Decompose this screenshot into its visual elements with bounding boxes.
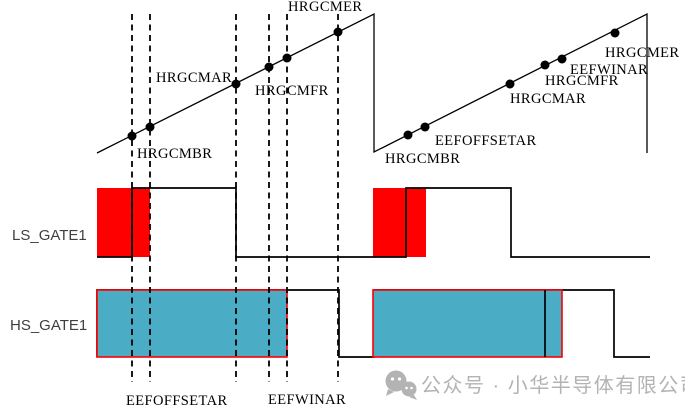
hs-window-rect-2: [372, 289, 563, 358]
compare-event-dot: [420, 122, 430, 132]
label-eefoffsetar-2: EEFOFFSETAR: [435, 133, 537, 149]
signal-label-hs-gate1: HS_GATE1: [10, 317, 87, 334]
hs-event-windows: [96, 289, 563, 358]
label-hrgcmfr-1: HRGCMFR: [255, 83, 329, 99]
label-eefwinar-2: EEFWINAR: [570, 62, 648, 78]
compare-event-dot: [505, 79, 515, 89]
label-hrgcmar-1: HRGCMAR: [156, 70, 232, 86]
counter-ramp-line: [96, 12, 648, 154]
ls-window-rect-1: [97, 188, 150, 257]
compare-event-dot: [540, 60, 550, 70]
label-hrgcmbr-1: HRGCMBR: [137, 146, 212, 162]
wechat-icon: [385, 370, 417, 400]
label-hrgcmar-2: HRGCMAR: [510, 91, 586, 107]
watermark-text: 公众号 · 小华半导体有限公司: [421, 374, 685, 397]
compare-dots: [127, 27, 620, 141]
compare-event-dot: [403, 130, 413, 140]
compare-event-dot: [127, 131, 137, 141]
label-hrgcmfr-2: HRGCMFR: [545, 73, 619, 89]
dashed-guides: [131, 14, 339, 382]
ls-window-rect-2: [373, 188, 426, 257]
compare-event-dot: [231, 79, 241, 89]
label-eefwinar-bottom: EEFWINAR: [268, 392, 346, 408]
compare-event-dot: [333, 27, 343, 37]
ls-gate1-waveform: [97, 187, 650, 258]
hs-window-rect-1: [96, 289, 288, 358]
label-hrgcmer-2: HRGCMER: [605, 45, 680, 61]
compare-event-dot: [610, 28, 620, 38]
label-hrgcmer-1: HRGCMER: [288, 0, 363, 15]
compare-event-dot: [557, 54, 567, 64]
signal-label-ls-gate1: LS_GATE1: [12, 227, 87, 244]
ls-event-windows: [97, 188, 426, 257]
compare-event-dot: [264, 62, 274, 72]
compare-event-dot: [282, 53, 292, 63]
label-hrgcmbr-2: HRGCMBR: [385, 151, 460, 167]
compare-event-dot: [145, 122, 155, 132]
label-eefoffsetar-bottom: EEFOFFSETAR: [126, 393, 228, 409]
